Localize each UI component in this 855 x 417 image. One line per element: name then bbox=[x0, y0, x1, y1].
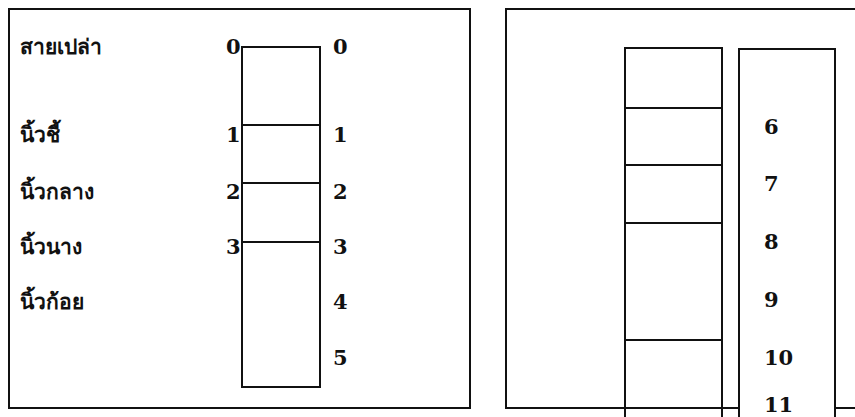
finger-name: นิ้วก้อย bbox=[20, 289, 84, 315]
fret-line bbox=[625, 107, 722, 109]
fret-number: 0 bbox=[333, 34, 348, 60]
fingerboard bbox=[625, 48, 722, 417]
finger-name: สายเปล่า bbox=[20, 34, 102, 60]
fret-number: 10 bbox=[764, 345, 793, 371]
fret-number: 11 bbox=[764, 392, 793, 417]
fret-number: 7 bbox=[764, 171, 779, 197]
number-box: 6 7 8 9 10 11 bbox=[738, 48, 836, 417]
finger-name: นิ้วกลาง bbox=[20, 179, 94, 205]
fret-line bbox=[625, 222, 722, 224]
fret-line bbox=[625, 339, 722, 341]
fret-number: 3 bbox=[226, 234, 241, 260]
fret-number: 2 bbox=[226, 179, 241, 205]
finger-name: นิ้วนาง bbox=[20, 234, 82, 260]
fret-number: 2 bbox=[333, 179, 348, 205]
fret-number: 9 bbox=[764, 287, 779, 313]
fret-line bbox=[625, 164, 722, 166]
fret-number: 5 bbox=[333, 345, 348, 371]
fret-line bbox=[242, 241, 320, 243]
fret-line bbox=[242, 124, 320, 126]
fingerboard bbox=[242, 47, 320, 387]
finger-name: นิ้วชี้ bbox=[20, 122, 60, 148]
fret-number: 8 bbox=[764, 229, 779, 255]
fret-number: 1 bbox=[333, 122, 348, 148]
fret-line bbox=[242, 182, 320, 184]
left-panel bbox=[9, 9, 470, 408]
fret-number: 6 bbox=[764, 114, 779, 140]
fret-number: 4 bbox=[333, 289, 348, 315]
fret-number: 0 bbox=[226, 34, 241, 60]
fret-number: 3 bbox=[333, 234, 348, 260]
fret-number: 1 bbox=[226, 122, 241, 148]
